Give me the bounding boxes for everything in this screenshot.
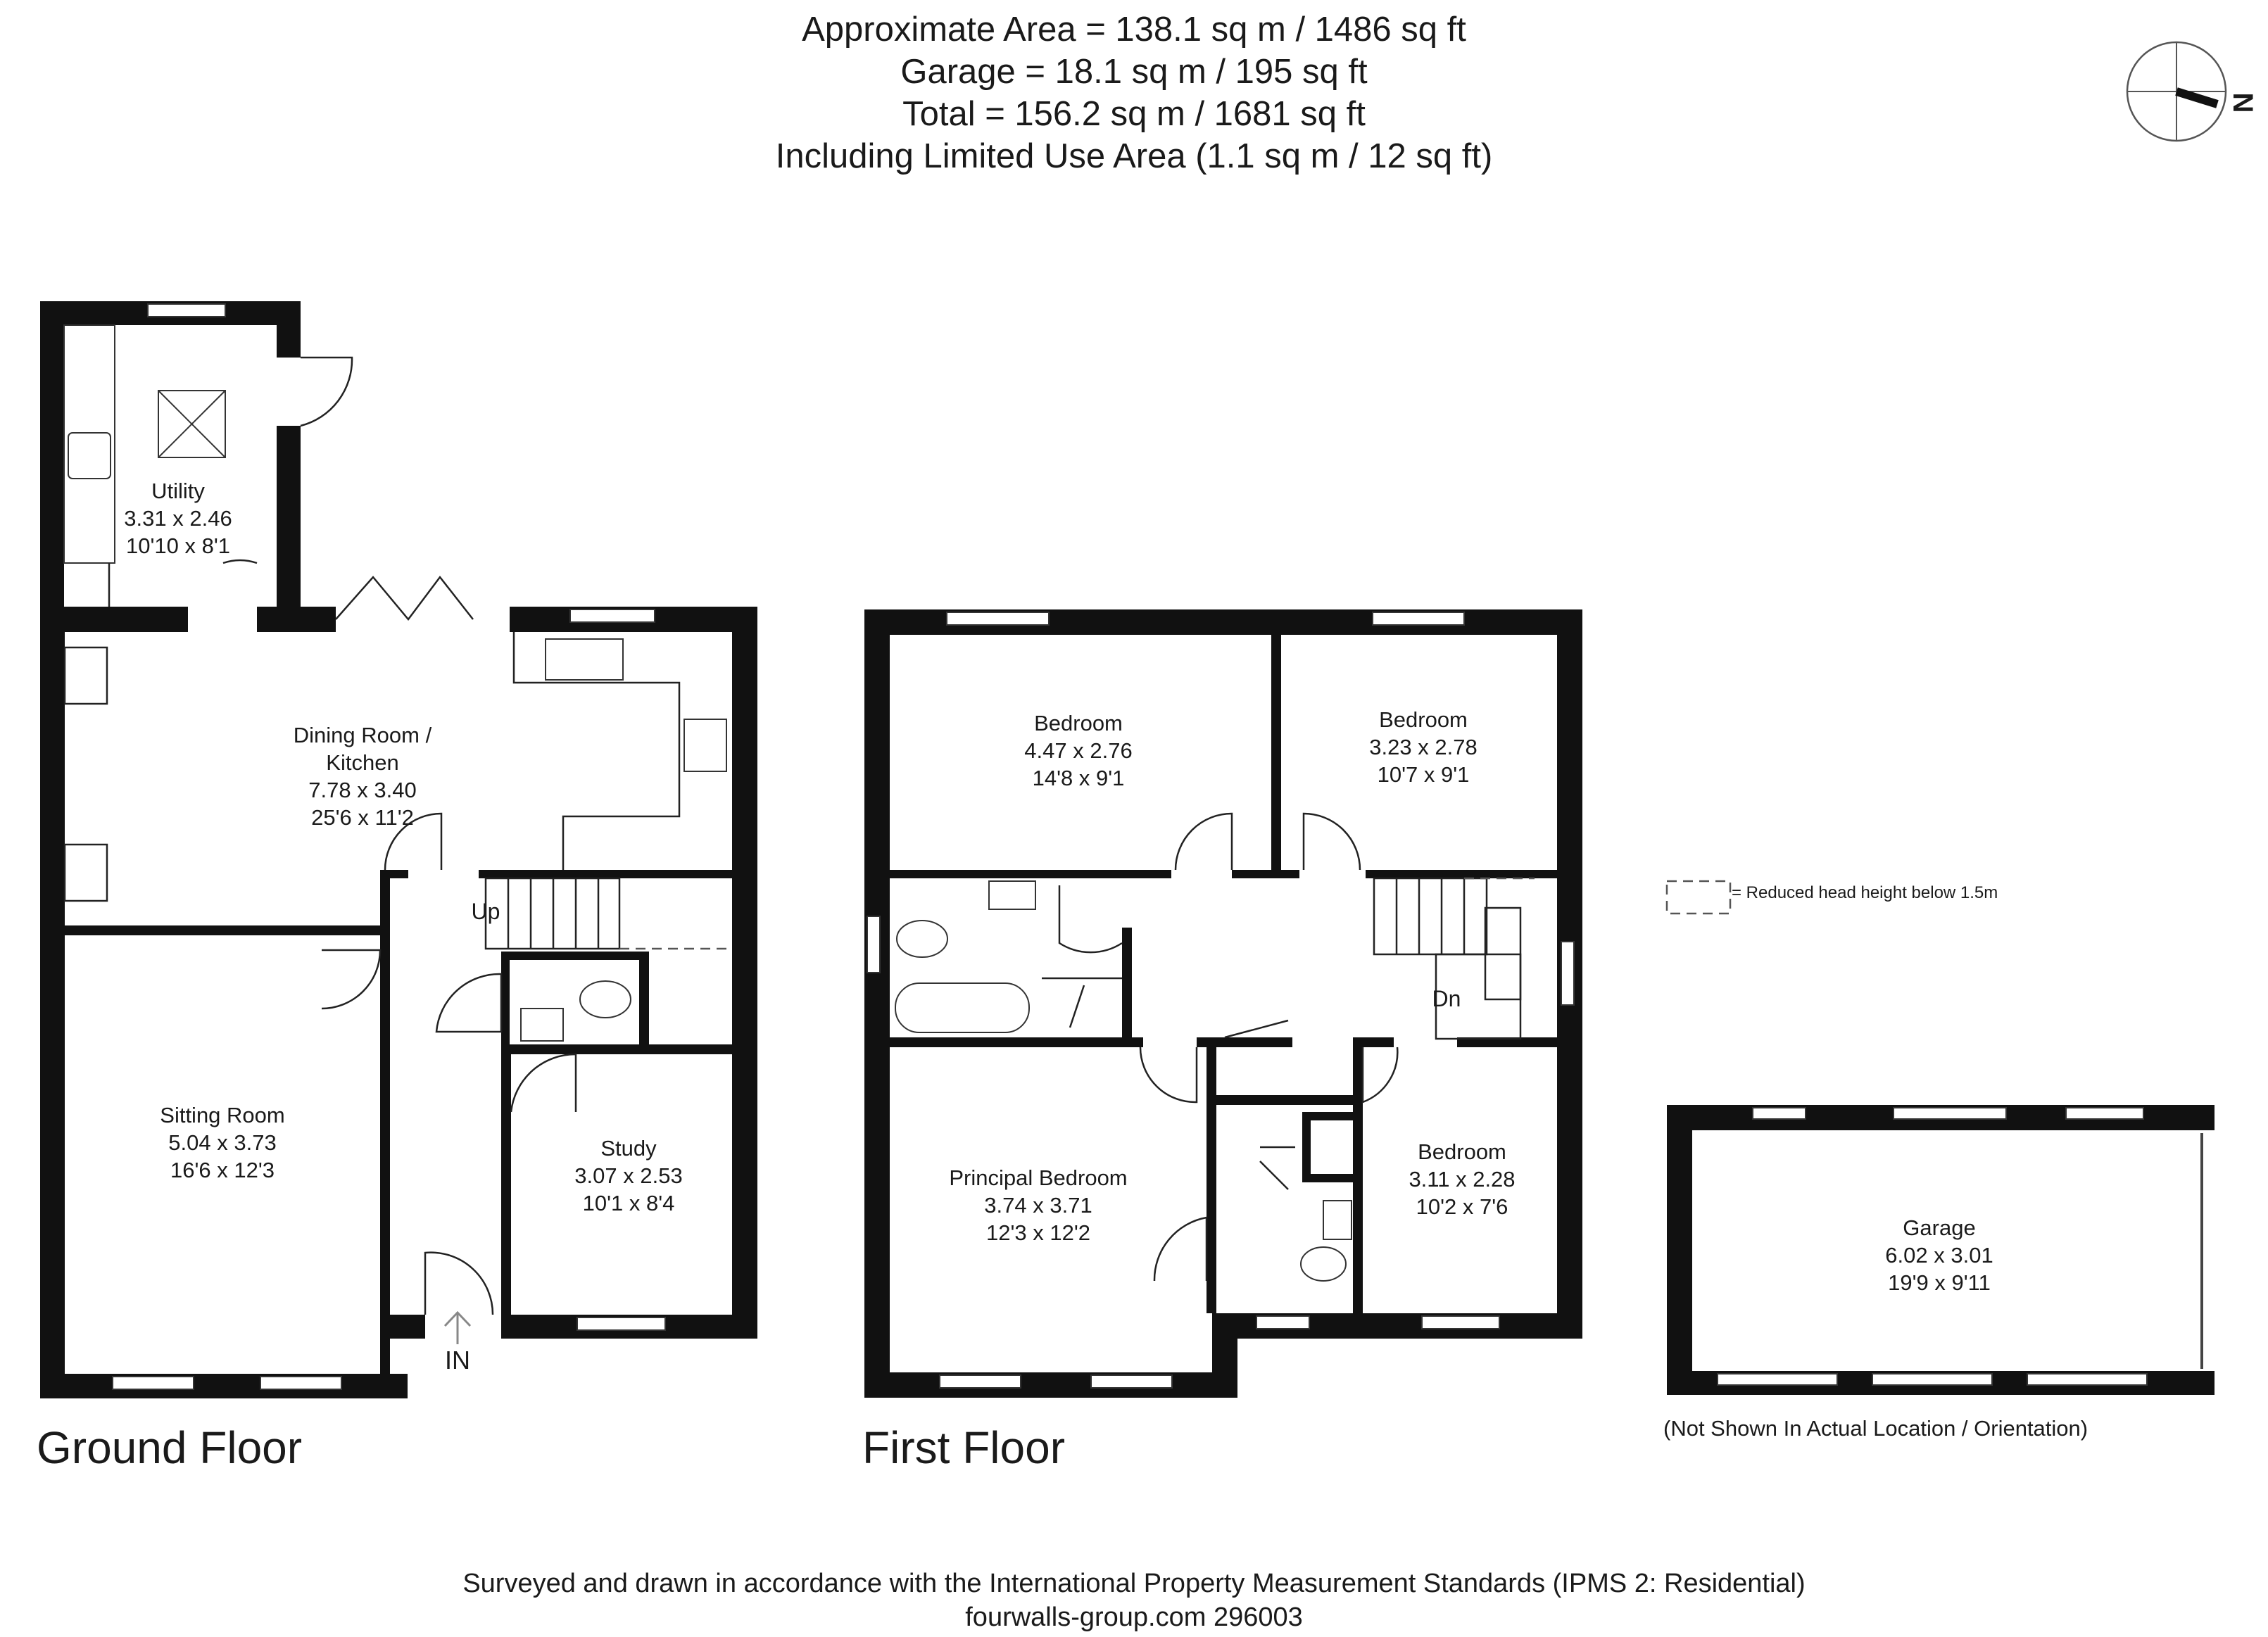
- principal-bedroom-window-1: [939, 1374, 1021, 1389]
- bedroom-1-metric: 4.47 x 2.76: [1024, 738, 1132, 763]
- bedroom-4-imperial: 10'2 x 7'6: [1416, 1194, 1508, 1219]
- stairs-up-label: Up: [472, 899, 500, 924]
- ensuite-window: [1256, 1315, 1310, 1329]
- sitting-room-name: Sitting Room: [160, 1103, 284, 1127]
- bedroom-1-window: [946, 612, 1050, 626]
- bathroom-toilet-icon: [896, 920, 948, 958]
- kitchen-sink-icon: [545, 638, 624, 681]
- bedroom-4-name: Bedroom: [1418, 1139, 1506, 1164]
- bedroom-2-metric: 3.23 x 2.78: [1369, 735, 1477, 759]
- kitchen-hob-icon: [683, 719, 727, 772]
- stairs-down-label: Dn: [1432, 986, 1461, 1011]
- ground-floor-stairs: [484, 877, 732, 950]
- limited-use-area-line: Including Limited Use Area (1.1 sq m / 1…: [775, 137, 1493, 175]
- principal-bedroom-name: Principal Bedroom: [949, 1165, 1127, 1190]
- ground-floor-plan: IN Up Utility 3.31 x 2.46 10'10 x 8'1 Di…: [40, 301, 757, 1398]
- bedroom-2-name: Bedroom: [1379, 707, 1468, 732]
- sitting-room-window-2: [260, 1376, 342, 1390]
- bifold-doors: [335, 575, 474, 621]
- bedroom-4-window: [1421, 1315, 1500, 1329]
- garage-metric: 6.02 x 3.01: [1885, 1243, 1993, 1268]
- dining-kitchen-imperial: 25'6 x 11'2: [311, 805, 414, 830]
- kitchen-window: [569, 609, 655, 623]
- bedroom-1-name: Bedroom: [1034, 711, 1123, 735]
- ensuite-toilet-icon: [1300, 1246, 1347, 1282]
- sitting-room-imperial: 16'6 x 12'3: [170, 1158, 275, 1182]
- utility-imperial: 10'10 x 8'1: [126, 533, 230, 558]
- entrance-label: IN: [445, 1346, 470, 1374]
- utility-metric: 3.31 x 2.46: [124, 506, 232, 531]
- bathroom-basin-icon: [988, 880, 1036, 910]
- study-name: Study: [600, 1136, 657, 1161]
- compass-rose-icon: N: [2126, 41, 2258, 142]
- principal-bedroom-window-2: [1090, 1374, 1173, 1389]
- bedroom-2-window: [1372, 612, 1465, 626]
- area-summary-line: Approximate Area = 138.1 sq m / 1486 sq …: [802, 11, 1466, 49]
- utility-name: Utility: [151, 479, 205, 503]
- utility-window: [147, 303, 226, 317]
- ensuite-basin-icon: [1323, 1200, 1352, 1240]
- bedroom-4-metric: 3.11 x 2.28: [1409, 1167, 1515, 1192]
- sitting-room-window-1: [112, 1376, 194, 1390]
- garage-name: Garage: [1903, 1215, 1975, 1240]
- bedroom-1-imperial: 14'8 x 9'1: [1033, 766, 1125, 790]
- ipms-statement: Surveyed and drawn in accordance with th…: [462, 1569, 1806, 1598]
- reduced-head-height-legend-icon: [1665, 880, 1732, 915]
- compass-north-label: N: [2227, 93, 2258, 113]
- bath-icon: [895, 982, 1030, 1033]
- entrance-arrow-icon: [443, 1310, 472, 1344]
- ensuite-shower-icon: [1259, 1146, 1295, 1190]
- dining-kitchen-metric: 7.78 x 3.40: [308, 778, 416, 802]
- bathroom-window: [867, 916, 881, 973]
- utility-external-door: [300, 356, 353, 427]
- skylight-icon: [158, 390, 226, 458]
- sitting-room-metric: 5.04 x 3.73: [168, 1130, 276, 1155]
- principal-bedroom-imperial: 12'3 x 12'2: [986, 1220, 1090, 1245]
- legend-reduced-head-height: = Reduced head height below 1.5m: [1732, 883, 1998, 902]
- wc-toilet-icon: [579, 980, 631, 1018]
- principal-bedroom-metric: 3.74 x 3.71: [984, 1193, 1092, 1218]
- bedroom-2-imperial: 10'7 x 9'1: [1378, 762, 1470, 787]
- garage-plan: Garage 6.02 x 3.01 19'9 x 9'11: [1667, 1105, 2215, 1395]
- total-area-line: Total = 156.2 sq m / 1681 sq ft: [902, 95, 1366, 133]
- garage-imperial: 19'9 x 9'11: [1888, 1270, 1991, 1295]
- ground-floor-title: Ground Floor: [37, 1422, 303, 1473]
- first-floor-title: First Floor: [862, 1422, 1065, 1473]
- wc-basin-icon: [520, 1008, 564, 1042]
- garage-area-line: Garage = 18.1 sq m / 195 sq ft: [900, 53, 1368, 91]
- dining-kitchen-name-line2: Kitchen: [326, 750, 398, 775]
- first-floor-stairs: [1373, 877, 1535, 1040]
- bathroom-shower-icon: [1042, 977, 1122, 1028]
- utility-sink-icon: [68, 432, 111, 479]
- garage-location-note: (Not Shown In Actual Location / Orientat…: [1663, 1416, 2089, 1441]
- dining-kitchen-name-line1: Dining Room /: [294, 723, 432, 747]
- landing-window: [1561, 941, 1575, 1006]
- company-reference: fourwalls-group.com 296003: [965, 1603, 1303, 1632]
- study-window: [577, 1317, 666, 1331]
- kitchen-worktop: [512, 632, 681, 870]
- study-imperial: 10'1 x 8'4: [583, 1191, 675, 1215]
- first-floor-plan: Dn Bedroom 4.47 x 2.76 14'8 x 9'1 Bedroo…: [864, 609, 1582, 1398]
- study-metric: 3.07 x 2.53: [574, 1163, 682, 1188]
